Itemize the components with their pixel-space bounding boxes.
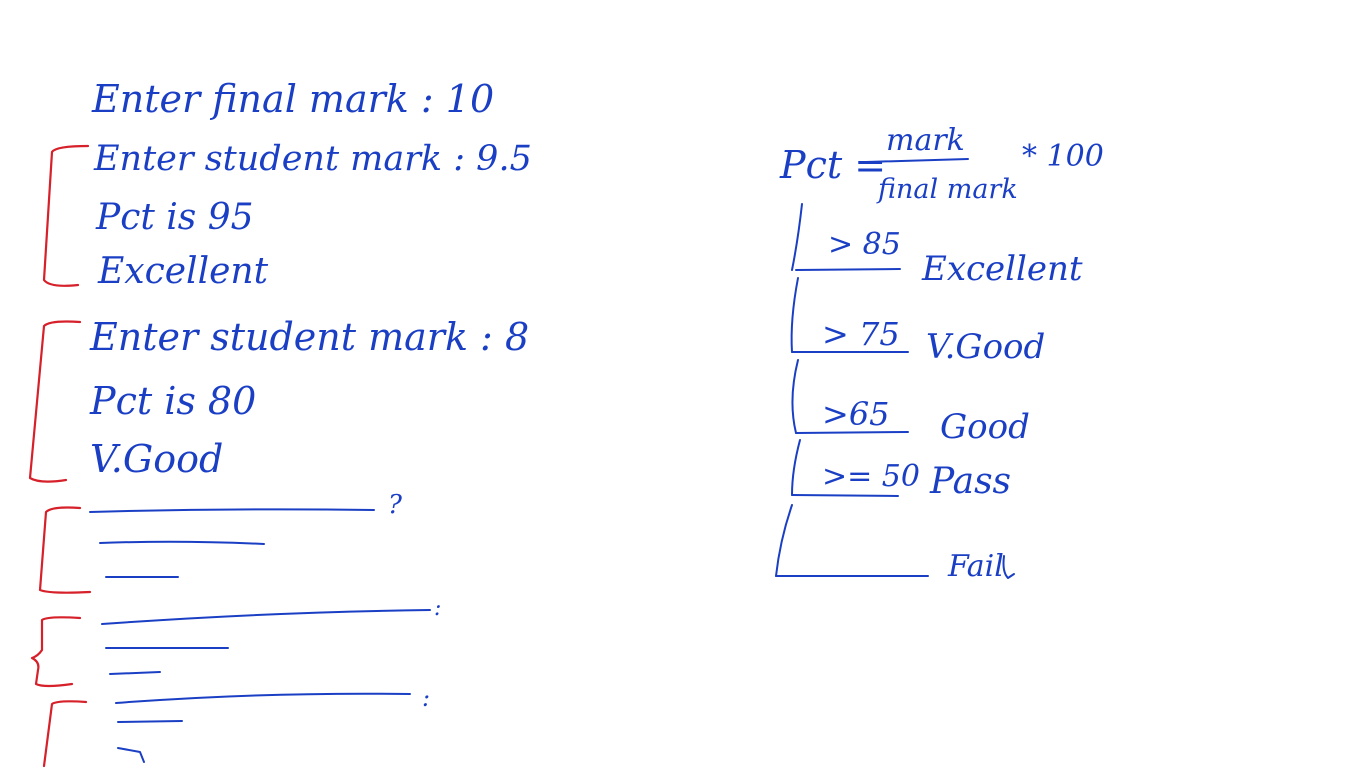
fraction-bar xyxy=(865,158,969,163)
run2-prompt: Enter student mark : 8 xyxy=(90,315,530,359)
run1-pct: Pct is 95 xyxy=(96,197,254,238)
placeholder-line xyxy=(117,720,183,723)
red-brackets xyxy=(28,144,92,768)
run2-pct: Pct is 80 xyxy=(90,379,257,423)
branch-condition: >65 xyxy=(822,395,890,433)
placeholder-line xyxy=(99,540,265,545)
branch-condition: >= 50 xyxy=(822,459,920,494)
formula-numerator: mark xyxy=(886,123,965,158)
placeholder-line xyxy=(89,508,375,513)
placeholder-line xyxy=(117,747,145,763)
placeholder-colon-1: : xyxy=(434,596,442,621)
tree-trunk xyxy=(791,439,801,496)
tree-trunk xyxy=(791,203,803,271)
branch-grade: Pass xyxy=(930,461,1012,502)
tree-trunk xyxy=(775,504,793,577)
fail-tail xyxy=(1002,555,1015,579)
branch-condition: > 85 xyxy=(828,227,901,262)
formula-times: * 100 xyxy=(1022,139,1104,174)
placeholder-question-mark: ? xyxy=(388,490,402,520)
tree-trunk xyxy=(791,359,799,434)
red-bracket-run3 xyxy=(38,506,92,594)
branch-underline xyxy=(791,494,899,497)
placeholder-line xyxy=(115,692,411,704)
run2-grade: V.Good xyxy=(90,437,224,481)
placeholder-colon-2: : xyxy=(422,684,431,712)
red-bracket-run2 xyxy=(28,320,82,483)
placeholder-lines xyxy=(89,508,431,763)
formula-lhs: Pct = xyxy=(780,143,887,187)
formula-denominator: final mark xyxy=(878,174,1018,205)
branch-grade: V.Good xyxy=(926,327,1046,367)
decision-tree-strokes xyxy=(775,158,1015,579)
red-bracket-run4 xyxy=(30,616,82,688)
branch-underline xyxy=(795,431,909,434)
run1-prompt: Enter student mark : 9.5 xyxy=(94,139,532,179)
branch-grade: Excellent xyxy=(922,249,1083,289)
placeholder-line xyxy=(101,609,431,625)
branch-underline xyxy=(795,268,901,271)
red-bracket-run1 xyxy=(42,144,90,287)
tree-trunk xyxy=(790,277,799,353)
final-mark-prompt: Enter final mark : 10 xyxy=(92,77,495,121)
branch-condition: > 75 xyxy=(822,315,900,353)
branch-grade: Fail xyxy=(948,549,1004,584)
branch-grade: Good xyxy=(940,407,1030,447)
run1-grade: Excellent xyxy=(98,251,269,292)
red-bracket-run5 xyxy=(42,700,88,768)
placeholder-line xyxy=(109,671,161,675)
